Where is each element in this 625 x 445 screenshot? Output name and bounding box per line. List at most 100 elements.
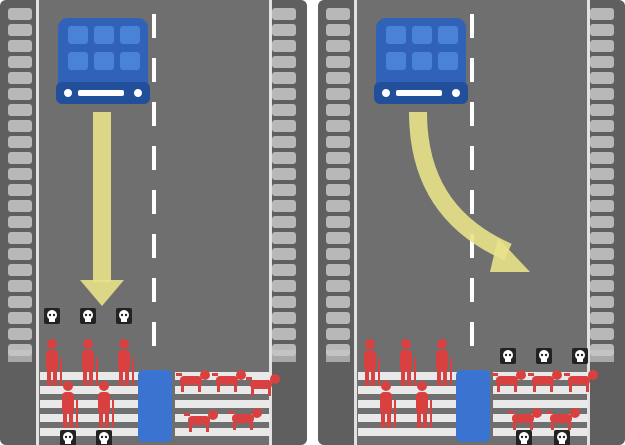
- barrier-segment: [8, 184, 32, 196]
- dog-icon: [176, 370, 210, 392]
- road: [0, 0, 307, 445]
- dog-icon: [228, 408, 262, 430]
- elderly-pedestrian-icon: [364, 339, 380, 386]
- barrier-segment: [272, 168, 296, 180]
- barrier-segment: [326, 280, 350, 292]
- barrier-segment: [8, 120, 32, 132]
- barrier-segment: [272, 88, 296, 100]
- lane-dash: [470, 146, 474, 170]
- roadside-barriers: [8, 8, 296, 362]
- lane-dash: [152, 102, 156, 126]
- barrier-segment: [326, 88, 350, 100]
- barrier-end: [590, 350, 614, 362]
- crosswalk-stripe: [493, 428, 588, 436]
- barrier-segment: [326, 184, 350, 196]
- lane-edge-right: [269, 0, 272, 445]
- barrier-segment: [590, 88, 614, 100]
- barrier-segment: [272, 328, 296, 340]
- skull-icon: [96, 430, 112, 445]
- crosswalk-stripe: [40, 400, 140, 408]
- elderly-pedestrian-icon: [380, 381, 396, 428]
- skull-icon: [572, 348, 588, 364]
- barrier-segment: [326, 56, 350, 68]
- barrier-segment: [326, 72, 350, 84]
- arrow-shaft: [409, 111, 512, 261]
- barrier-segment: [272, 200, 296, 212]
- barrier-segment: [8, 104, 32, 116]
- barrier-segment: [326, 104, 350, 116]
- crosswalk-stripe: [493, 414, 588, 422]
- skull-icon: [60, 430, 76, 445]
- barrier-segment: [272, 232, 296, 244]
- barrier-segment: [8, 24, 32, 36]
- skull-icon: [500, 348, 516, 364]
- elderly-pedestrian-icon: [46, 339, 62, 386]
- scenario-panel-stay[interactable]: [0, 0, 307, 445]
- elderly-pedestrian-icon: [118, 339, 134, 386]
- crosswalk-stripe: [493, 400, 588, 408]
- roadside-barriers: [326, 8, 614, 362]
- car-seat: [68, 26, 88, 44]
- crosswalk-stripe: [175, 428, 270, 436]
- barrier-segment: [8, 296, 32, 308]
- barrier-segment: [272, 40, 296, 52]
- lane-markings: [36, 0, 272, 445]
- crosswalk-stripe: [358, 428, 458, 436]
- skull-icon: [80, 308, 96, 324]
- barrier-left: [8, 8, 32, 362]
- car-seat: [94, 26, 114, 44]
- barrier-segment: [272, 24, 296, 36]
- barrier-segment: [272, 248, 296, 260]
- lane-dash: [470, 102, 474, 126]
- dog-icon: [492, 370, 526, 392]
- car-grille: [396, 90, 442, 96]
- barrier-segment: [326, 328, 350, 340]
- skull-icon: [116, 308, 132, 324]
- crosswalk-stripe: [358, 386, 458, 394]
- barrier-end: [326, 350, 350, 362]
- crosswalk-stripe: [175, 386, 270, 394]
- barrier-segment: [8, 72, 32, 84]
- dog-icon: [246, 374, 280, 396]
- barrier-segment: [590, 328, 614, 340]
- lane-dash: [470, 234, 474, 258]
- barrier-segment: [272, 312, 296, 324]
- barrier-segment: [590, 216, 614, 228]
- barrier-segment: [590, 72, 614, 84]
- barrier-segment: [326, 40, 350, 52]
- scenario-panel-swerve[interactable]: [318, 0, 625, 445]
- barrier-segment: [8, 8, 32, 20]
- elderly-pedestrian-icon: [82, 339, 98, 386]
- barrier-segment: [272, 264, 296, 276]
- barrier-segment: [272, 136, 296, 148]
- barrier-end: [8, 350, 32, 362]
- barrier-segment: [590, 56, 614, 68]
- car-headlight: [382, 89, 390, 97]
- car-seat: [386, 26, 406, 44]
- traffic-island: [456, 370, 490, 442]
- car-grille: [78, 90, 124, 96]
- skull-icon: [44, 308, 60, 324]
- dog-icon: [212, 370, 246, 392]
- lane-dash: [152, 146, 156, 170]
- barrier-segment: [590, 312, 614, 324]
- barrier-segment: [590, 24, 614, 36]
- barrier-right: [590, 8, 614, 362]
- barrier-segment: [590, 280, 614, 292]
- elderly-pedestrian-icon: [416, 381, 432, 428]
- barrier-segment: [590, 264, 614, 276]
- barrier-segment: [326, 8, 350, 20]
- crosswalk-stripe: [40, 414, 140, 422]
- lane-markings: [354, 0, 590, 445]
- crosswalk-stripe: [175, 400, 270, 408]
- trajectory-arrow-icon: [80, 112, 124, 306]
- arrow-head: [80, 280, 124, 306]
- barrier-segment: [590, 40, 614, 52]
- self-driving-car-icon: [374, 18, 468, 104]
- barrier-end: [272, 350, 296, 362]
- skull-icon: [536, 348, 552, 364]
- trajectory-arrow-icon: [409, 111, 530, 272]
- lane-dash: [470, 14, 474, 38]
- elderly-pedestrian-icon: [98, 381, 114, 428]
- traffic-island: [138, 370, 172, 442]
